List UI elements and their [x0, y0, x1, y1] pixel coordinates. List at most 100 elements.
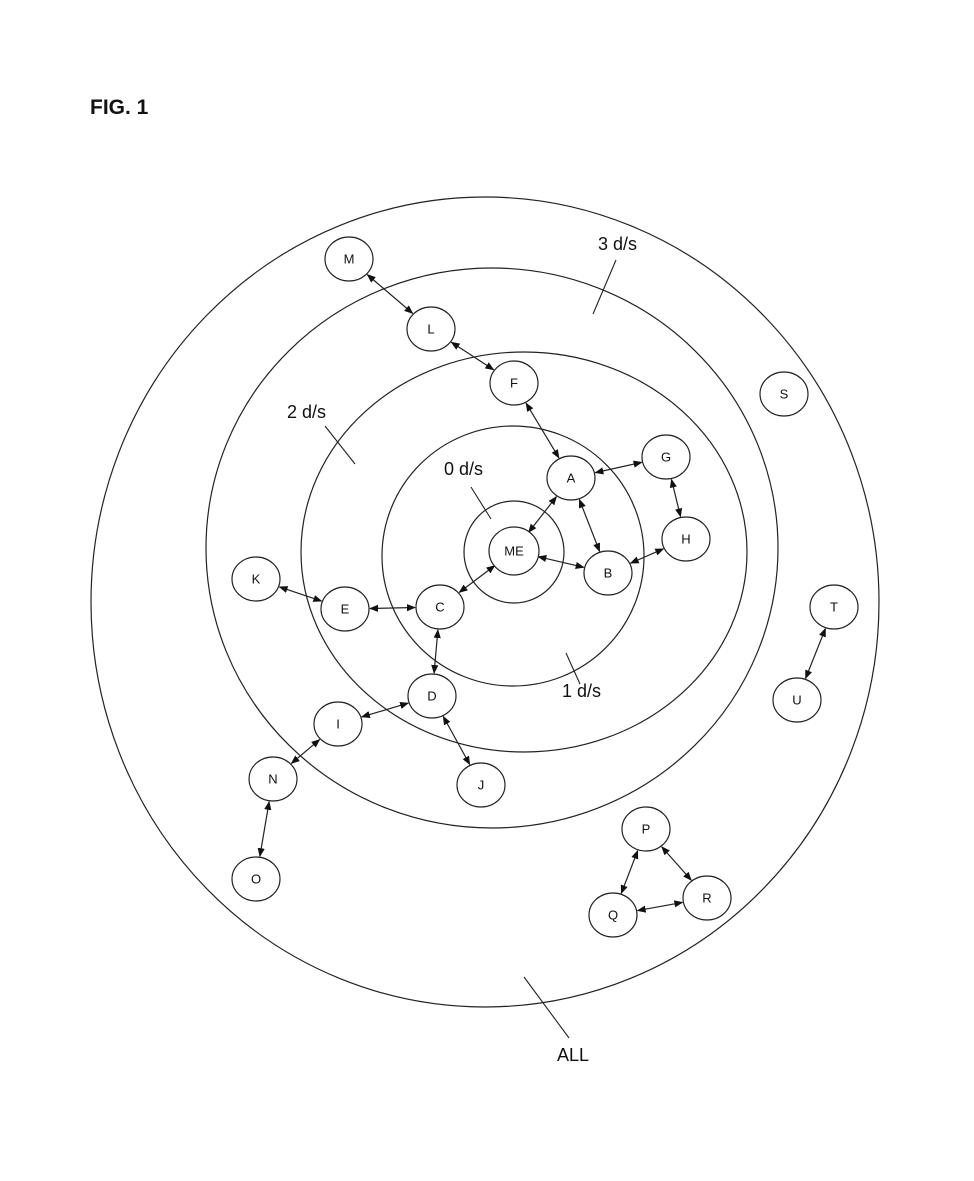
node-circle: [682, 875, 732, 921]
node-circle: [313, 701, 363, 747]
node-label: N: [268, 772, 277, 787]
node-label: Q: [608, 908, 618, 923]
node-label: J: [478, 778, 485, 793]
node-label: T: [830, 600, 838, 615]
node-u: U: [772, 677, 822, 723]
node-circle: [324, 236, 374, 282]
node-label: H: [681, 532, 690, 547]
node-label: L: [427, 322, 434, 337]
node-circle: [583, 550, 633, 596]
node-f: F: [489, 360, 539, 406]
edge-n-o: [257, 800, 272, 858]
node-m: M: [324, 236, 374, 282]
ring-3-degrees: [205, 267, 779, 829]
node-e: E: [320, 586, 370, 632]
node-t: T: [809, 584, 859, 630]
node-circle: [456, 762, 506, 808]
node-circle: [415, 584, 465, 630]
node-label: U: [792, 693, 801, 708]
edge-d-i: [360, 701, 410, 719]
edge-c-d: [431, 629, 441, 674]
node-k: K: [231, 556, 281, 602]
node-l: L: [406, 306, 456, 352]
node-circle: [406, 306, 456, 352]
node-circle: [809, 584, 859, 630]
edge-h-b: [629, 548, 665, 564]
edge-p-r: [661, 846, 692, 881]
node-label: F: [510, 376, 518, 391]
node-circle: [588, 892, 638, 938]
leader-3-degrees: [592, 259, 617, 315]
node-label: B: [604, 566, 613, 581]
node-b: B: [583, 550, 633, 596]
node-j: J: [456, 762, 506, 808]
edge-a-b: [578, 498, 601, 553]
leader-2-degrees: [324, 425, 356, 465]
node-label: M: [344, 252, 355, 267]
node-label: S: [780, 387, 789, 402]
node-label: A: [567, 471, 576, 486]
leader-1-degree: [565, 652, 581, 685]
label-all: ALL: [557, 1045, 589, 1065]
node-label: G: [661, 450, 671, 465]
edge-i-n: [290, 738, 321, 765]
node-circle: [231, 856, 281, 902]
ring-2-degrees: [300, 351, 748, 753]
node-d: D: [407, 673, 457, 719]
node-o: O: [231, 856, 281, 902]
node-label: O: [251, 872, 261, 887]
ring-all: [90, 196, 880, 1008]
label-0-degrees: 0 d/s: [444, 459, 483, 479]
node-g: G: [641, 434, 691, 480]
node-circle: [641, 434, 691, 480]
node-n: N: [248, 756, 298, 802]
node-label: E: [341, 602, 350, 617]
edge-f-l: [450, 341, 495, 371]
node-label: R: [702, 891, 711, 906]
ring-0-degrees: [463, 500, 565, 604]
node-q: Q: [588, 892, 638, 938]
node-label: K: [252, 572, 261, 587]
node-label: P: [642, 822, 651, 837]
edge-e-k: [278, 586, 323, 602]
leader-0-degrees: [470, 486, 492, 520]
node-circle: [759, 371, 809, 417]
node-label: ME: [504, 544, 524, 559]
node-s: S: [759, 371, 809, 417]
node-i: I: [313, 701, 363, 747]
edge-l-m: [366, 274, 414, 314]
edge-a-f: [525, 402, 560, 459]
edge-t-u: [805, 627, 826, 680]
node-circle: [488, 526, 540, 576]
node-label: I: [336, 717, 340, 732]
node-a: A: [546, 455, 596, 501]
edge-a-g: [594, 460, 643, 475]
node-me: ME: [488, 526, 540, 576]
node-circle: [661, 516, 711, 562]
node-circle: [407, 673, 457, 719]
label-3-degrees: 3 d/s: [598, 234, 637, 254]
edge-me-b: [537, 555, 585, 569]
edge-me-a: [528, 495, 557, 534]
node-p: P: [621, 806, 671, 852]
node-c: C: [415, 584, 465, 630]
node-label: D: [427, 689, 436, 704]
edge-g-h: [669, 478, 683, 518]
node-r: R: [682, 875, 732, 921]
node-circle: [320, 586, 370, 632]
node-circle: [546, 455, 596, 501]
node-h: H: [661, 516, 711, 562]
edge-p-q: [620, 849, 639, 895]
label-2-degrees: 2 d/s: [287, 402, 326, 422]
edge-q-r: [636, 900, 684, 913]
figure-title: FIG. 1: [90, 96, 149, 119]
node-circle: [248, 756, 298, 802]
node-circle: [772, 677, 822, 723]
edge-d-j: [442, 715, 471, 766]
node-circle: [621, 806, 671, 852]
edge-me-c: [458, 565, 496, 593]
node-circle: [231, 556, 281, 602]
label-1-degree: 1 d/s: [562, 681, 601, 701]
node-circle: [489, 360, 539, 406]
